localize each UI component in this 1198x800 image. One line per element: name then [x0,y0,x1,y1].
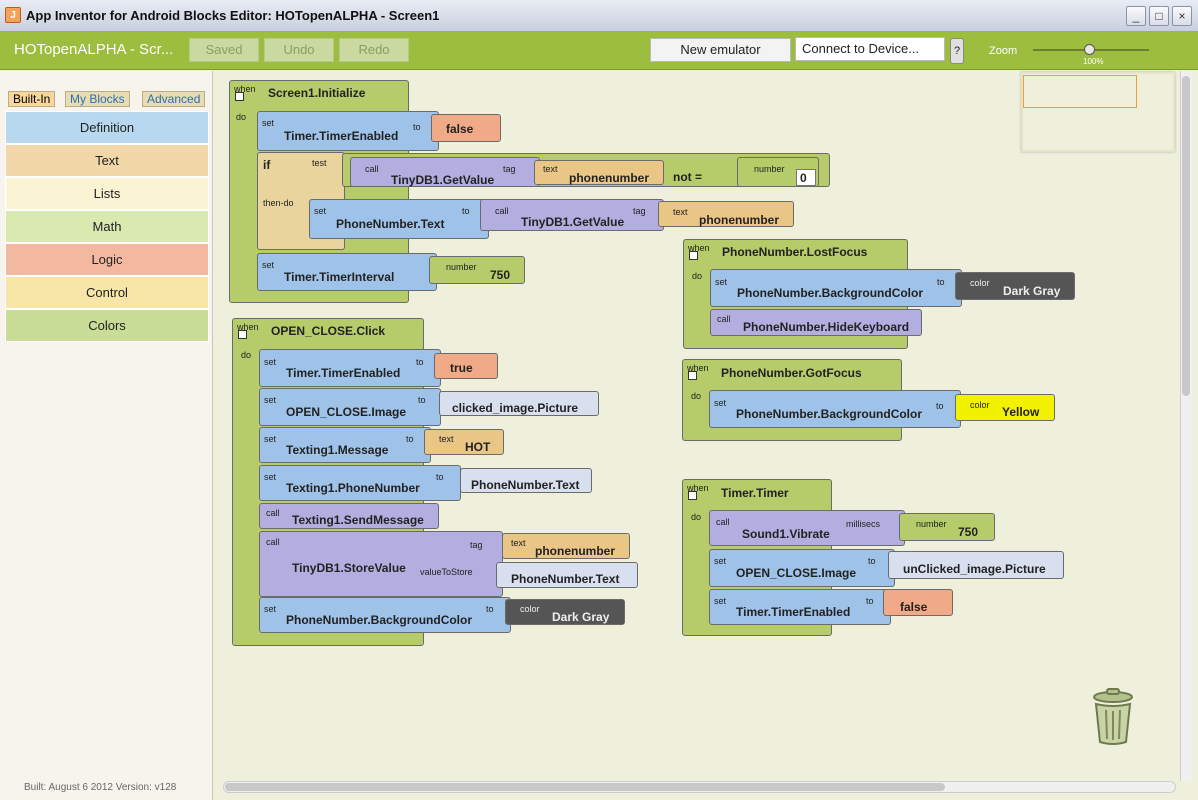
block-set-pn-bgcolor-3[interactable]: set PhoneNumber.BackgroundColor to [709,390,961,428]
zoom-value: 100% [1083,57,1104,66]
window-title-bar: J App Inventor for Android Blocks Editor… [0,0,1198,32]
tab-my-blocks[interactable]: My Blocks [65,91,130,107]
category-text[interactable]: Text [5,144,209,177]
zoom-label: Zoom [989,45,1018,57]
help-icon[interactable]: ? [950,38,964,64]
block-text-phonenumber-2[interactable]: text phonenumber [658,201,794,227]
horizontal-scroll-thumb[interactable] [225,783,945,791]
block-set-pn-bgcolor-2[interactable]: set PhoneNumber.BackgroundColor to [710,269,962,307]
category-lists[interactable]: Lists [5,177,209,210]
connect-device-dropdown[interactable]: Connect to Device... [795,37,945,61]
category-colors[interactable]: Colors [5,309,209,342]
block-text-phonenumber[interactable]: text phonenumber [534,160,664,185]
tab-advanced[interactable]: Advanced [142,91,206,107]
block-color-dark-gray[interactable]: color Dark Gray [505,599,625,625]
trash-can-icon[interactable] [1090,688,1136,746]
block-set-openclose-image-2[interactable]: set OPEN_CLOSE.Image to [709,549,895,587]
workspace-minimap[interactable] [1021,72,1175,152]
new-emulator-button[interactable]: New emulator [650,38,791,62]
java-app-icon: J [5,7,21,23]
redo-button[interactable]: Redo [339,38,409,62]
block-call-tinydb-getvalue[interactable]: call TinyDB1.GetValue tag [350,157,540,187]
collapse-toggle[interactable] [238,330,247,339]
minimap-viewport[interactable] [1023,75,1137,108]
block-phonenumber-text-getter-2[interactable]: PhoneNumber.Text [496,562,638,588]
block-unclicked-image-picture[interactable]: unClicked_image.Picture [888,551,1064,579]
block-number-zero[interactable]: number 0 [737,157,819,187]
block-call-tinydb-getvalue-2[interactable]: call TinyDB1.GetValue tag [480,199,664,231]
build-info: Built: August 6 2012 Version: v128 [24,782,177,793]
block-false[interactable]: false [431,114,501,142]
block-false-2[interactable]: false [883,589,953,616]
window-title: App Inventor for Android Blocks Editor: … [26,8,440,23]
zoom-slider-knob[interactable] [1084,44,1095,55]
saved-button[interactable]: Saved [189,38,259,62]
project-name: HOTopenALPHA - Scr... [14,41,174,58]
collapse-toggle[interactable] [235,92,244,101]
maximize-button[interactable]: □ [1149,6,1169,26]
tab-built-in[interactable]: Built-In [8,91,56,107]
block-call-send-message[interactable]: call Texting1.SendMessage [259,503,439,529]
block-set-timer-enabled[interactable]: set Timer.TimerEnabled to [257,111,439,151]
undo-button[interactable]: Undo [264,38,334,62]
minimize-button[interactable]: _ [1126,6,1146,26]
block-call-vibrate[interactable]: call Sound1.Vibrate millisecs [709,510,905,546]
category-logic[interactable]: Logic [5,243,209,276]
block-number-750-2[interactable]: number 750 [899,513,995,541]
block-call-hide-keyboard[interactable]: call PhoneNumber.HideKeyboard [710,309,922,336]
block-clicked-image-picture[interactable]: clicked_image.Picture [439,391,599,416]
close-button[interactable]: × [1172,6,1192,26]
collapse-toggle[interactable] [688,491,697,500]
block-call-store-value[interactable]: call TinyDB1.StoreValue tag valueToStore [259,531,503,597]
blocks-palette: Built-In My Blocks Advanced Definition T… [0,71,213,800]
collapse-toggle[interactable] [688,371,697,380]
vertical-scroll-thumb[interactable] [1182,76,1190,396]
category-math[interactable]: Math [5,210,209,243]
block-set-pn-bgcolor[interactable]: set PhoneNumber.BackgroundColor to [259,597,511,633]
block-number-750[interactable]: number 750 [429,256,525,284]
block-color-dark-gray-2[interactable]: color Dark Gray [955,272,1075,300]
category-definition[interactable]: Definition [5,111,209,144]
block-set-openclose-image[interactable]: set OPEN_CLOSE.Image to [259,388,441,426]
block-set-texting-phonenumber[interactable]: set Texting1.PhoneNumber to [259,465,461,501]
block-set-timer-enabled-2[interactable]: set Timer.TimerEnabled to [259,349,441,387]
toolbar: HOTopenALPHA - Scr... Saved Undo Redo Ne… [0,32,1198,70]
block-text-phonenumber-3[interactable]: text phonenumber [502,533,630,559]
block-set-timer-interval[interactable]: set Timer.TimerInterval [257,253,437,291]
block-set-timer-enabled-3[interactable]: set Timer.TimerEnabled to [709,589,891,625]
collapse-toggle[interactable] [689,251,698,260]
block-text-hot[interactable]: text HOT [424,429,504,455]
block-phonenumber-text-getter[interactable]: PhoneNumber.Text [460,468,592,493]
block-set-texting-message[interactable]: set Texting1.Message to [259,427,431,463]
category-control[interactable]: Control [5,276,209,309]
block-set-phonenumber-text[interactable]: set PhoneNumber.Text to [309,199,489,239]
block-color-yellow[interactable]: color Yellow [955,394,1055,421]
block-true[interactable]: true [434,353,498,379]
